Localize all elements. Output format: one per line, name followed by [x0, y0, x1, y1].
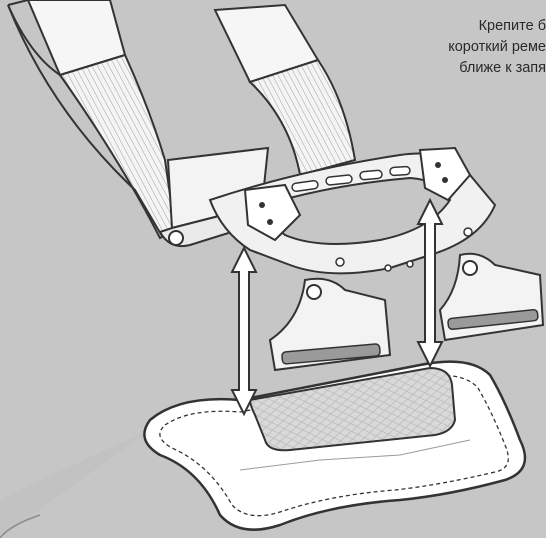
- background-edge: [0, 514, 41, 538]
- background-shade: [0, 430, 150, 538]
- bracket-left-clip: [243, 183, 302, 242]
- instruction-line-1: Крепите б: [478, 18, 546, 34]
- rivet-icon: [384, 264, 392, 272]
- left-lower-loop: [268, 277, 392, 372]
- right-strap: [213, 3, 357, 177]
- screw-icon: [267, 219, 273, 225]
- wrist-pad: [143, 360, 527, 531]
- instruction-line-3: ближе к запя: [459, 60, 546, 76]
- right-lower-loop: [438, 252, 545, 342]
- up-down-arrow-icon: [416, 197, 444, 369]
- screw-icon: [306, 284, 322, 300]
- screw-icon: [462, 260, 478, 276]
- bracket-slots: [291, 165, 411, 193]
- left-strap-outer-edge: [7, 4, 163, 237]
- instruction-line-2: короткий реме: [448, 39, 546, 55]
- left-strap-tip: [7, 0, 29, 6]
- left-strap: [7, 0, 177, 240]
- mounting-bracket: [208, 146, 497, 275]
- pad-mesh-panel: [248, 366, 457, 452]
- right-strap-ribbed-section: [248, 58, 357, 177]
- screw-icon: [442, 177, 448, 183]
- rivet-icon: [463, 227, 473, 237]
- screw-icon: [435, 162, 441, 168]
- left-strap-ribbed-section: [58, 53, 177, 240]
- screw-icon: [259, 202, 265, 208]
- up-down-arrow-icon: [230, 245, 258, 417]
- rivet-icon: [406, 260, 414, 268]
- bracket-right-clip: [418, 146, 472, 202]
- pad-shade-line: [239, 439, 471, 471]
- instruction-caption: Крепите б короткий реме ближе к запя: [386, 16, 546, 79]
- rivet-icon: [335, 257, 345, 267]
